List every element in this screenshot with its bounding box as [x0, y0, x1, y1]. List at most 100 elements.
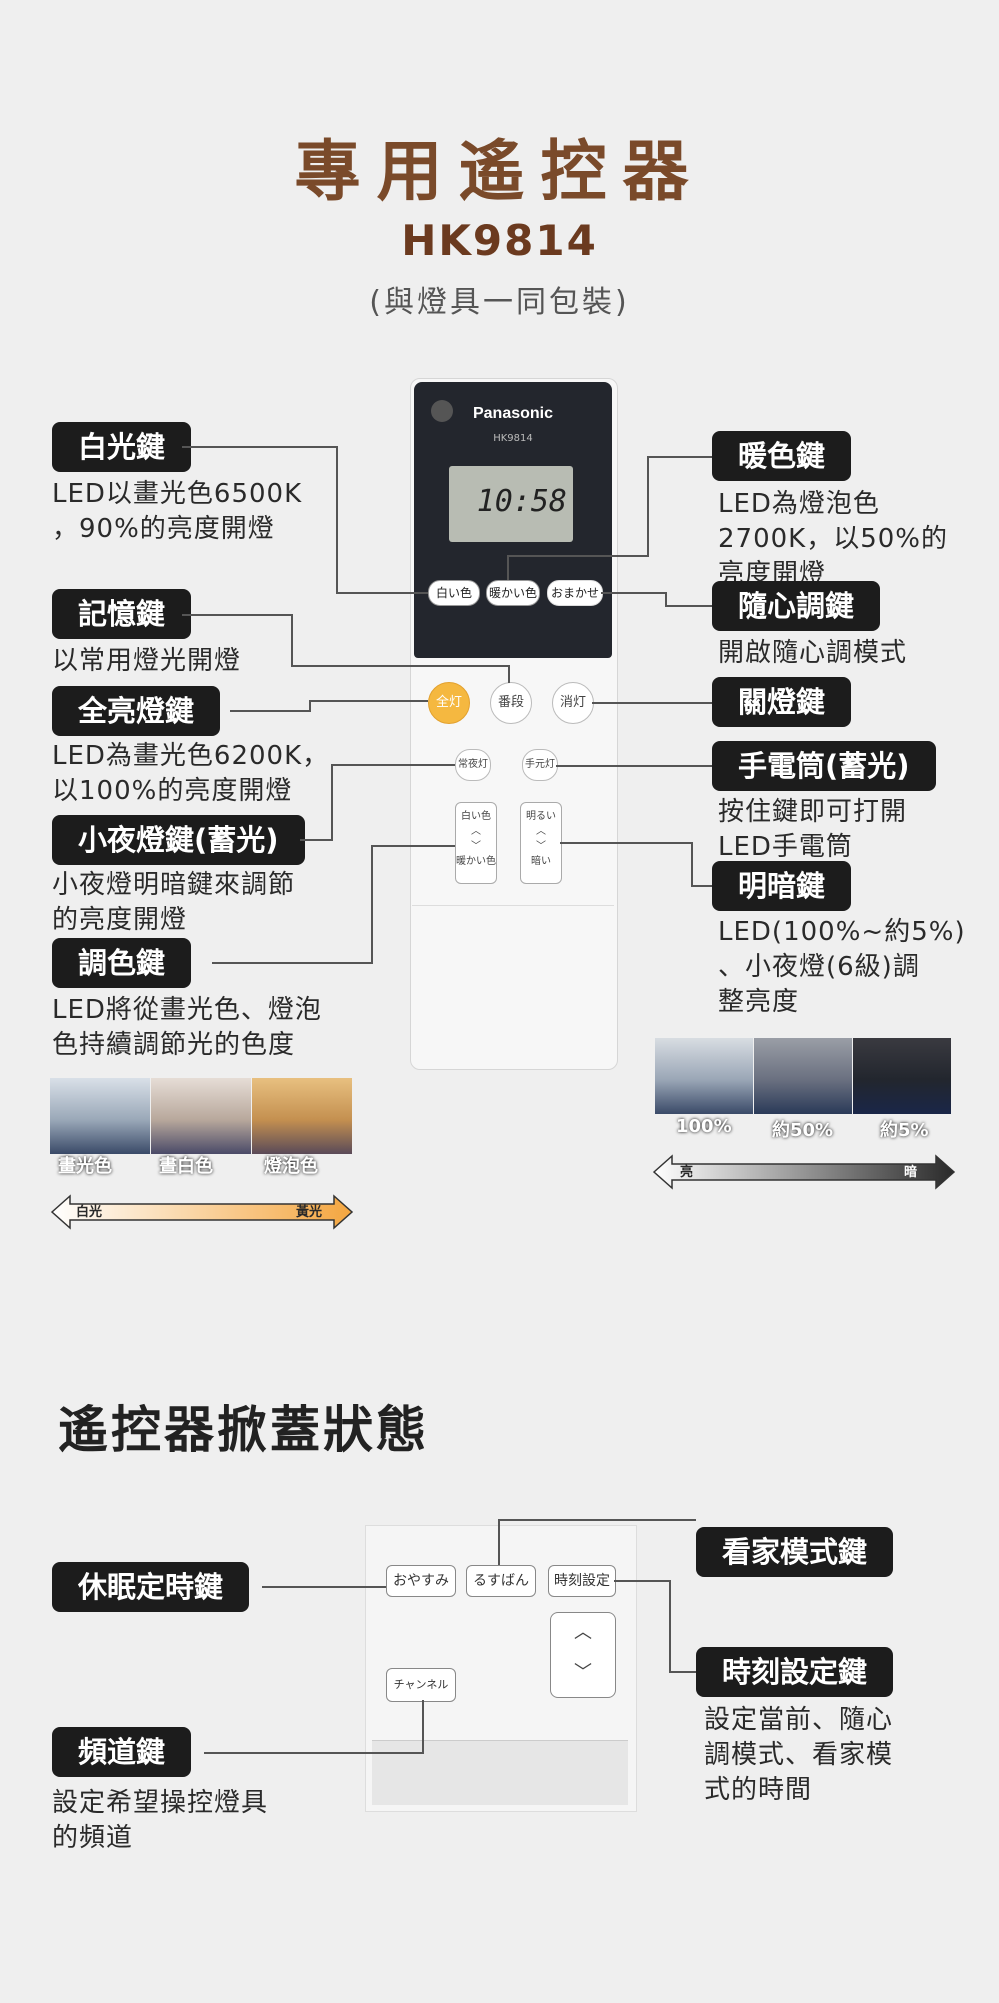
time-set-button[interactable]: 時刻設定	[548, 1565, 616, 1597]
connector	[291, 665, 509, 667]
connector	[560, 842, 692, 844]
connector	[182, 614, 292, 616]
label-memory-key: 記憶鍵	[52, 589, 192, 639]
connector	[230, 710, 310, 712]
flashlight-button[interactable]: 手元灯	[522, 749, 558, 781]
label-warm-key: 暖色鍵	[712, 431, 852, 481]
connector	[669, 1580, 671, 1672]
remote-brand: Panasonic	[472, 405, 554, 422]
remote-model: HK9814	[493, 433, 533, 444]
connector	[592, 702, 712, 704]
connector	[498, 1519, 696, 1521]
desc-omakase-key: 開啟隨心調模式	[718, 638, 908, 668]
sensor-icon	[431, 400, 453, 422]
bright-up-label: 明るい	[526, 811, 556, 822]
photo-neutral	[151, 1078, 251, 1154]
connector	[556, 765, 712, 767]
channel-button[interactable]: チャンネル	[386, 1668, 456, 1702]
sleep-button[interactable]: おやすみ	[386, 1565, 456, 1597]
white-button[interactable]: 白い色	[428, 580, 480, 606]
chevron-up-icon: ︿	[536, 826, 546, 837]
lcd-time: 10:58	[476, 484, 567, 519]
color-up-label: 白い色	[461, 811, 491, 822]
label-white-key: 白光鍵	[52, 422, 192, 472]
desc-time-key: 設定當前、隨心 調模式、看家模 式的時間	[704, 1705, 894, 1805]
omakase-button[interactable]: おまかせ	[547, 580, 603, 606]
model-number: HK9814	[401, 216, 598, 265]
arrow-label-yellow: 黃光	[296, 1205, 323, 1220]
connector	[508, 665, 510, 683]
photo-label-5: 約5%	[880, 1120, 929, 1141]
night-light-button[interactable]: 常夜灯	[455, 749, 491, 781]
photo-daylight	[50, 1078, 150, 1154]
bright-down-label: 暗い	[531, 856, 551, 867]
photo-5	[853, 1038, 951, 1114]
warm-button[interactable]: 暖かい色	[486, 580, 540, 606]
chevron-down-icon: ﹀	[471, 841, 481, 852]
color-down-label: 暖かい色	[456, 856, 496, 867]
connector	[371, 845, 373, 964]
photo-label-50: 約50%	[772, 1120, 834, 1141]
connector	[336, 592, 428, 594]
label-brightness-key: 明暗鍵	[712, 861, 852, 911]
desc-flashlight-key: 按住鍵即可打開 LED手電筒	[718, 797, 908, 862]
photo-label-100: 100%	[676, 1116, 732, 1137]
label-off-key: 關燈鍵	[712, 677, 852, 727]
arrow-label-bright: 亮	[680, 1165, 694, 1180]
label-full-key: 全亮燈鍵	[52, 686, 221, 736]
label-color-key: 調色鍵	[52, 938, 192, 988]
connector	[212, 962, 372, 964]
photo-label-bulb: 燈泡色	[264, 1156, 318, 1177]
full-light-button[interactable]: 全灯	[428, 682, 470, 724]
connector	[665, 605, 712, 607]
photo-label-daylight: 畫光色	[58, 1156, 112, 1177]
photo-100	[655, 1038, 753, 1114]
remote-divider	[412, 905, 614, 906]
page-subtitle: (與燈具一同包裝)	[369, 285, 630, 320]
desc-brightness-key: LED(100%~約5%) 、小夜燈(6級)調 整亮度	[718, 917, 966, 1017]
away-button[interactable]: るすばん	[466, 1565, 536, 1597]
arrow-label-white: 白光	[76, 1205, 103, 1220]
photo-50	[754, 1038, 852, 1114]
photo-bulb	[252, 1078, 352, 1154]
off-button[interactable]: 消灯	[552, 682, 594, 724]
connector	[300, 839, 332, 841]
connector	[498, 1519, 500, 1565]
connector	[422, 1700, 424, 1754]
connector	[204, 1752, 424, 1754]
label-flashlight-key: 手電筒(蓄光)	[712, 741, 936, 791]
time-rocker[interactable]: ︿ ﹀	[550, 1612, 616, 1698]
connector	[601, 592, 666, 594]
connector	[291, 614, 293, 666]
chevron-up-icon: ︿	[471, 826, 481, 837]
brightness-rocker[interactable]: 明るい ︿ ﹀ 暗い	[520, 802, 562, 884]
label-night-key: 小夜燈鍵(蓄光)	[52, 815, 305, 865]
connector	[691, 885, 712, 887]
desc-memory-key: 以常用燈光開燈	[52, 646, 242, 676]
connector	[614, 1580, 670, 1582]
connector	[371, 845, 455, 847]
connector	[507, 555, 649, 557]
connector	[665, 592, 667, 606]
page-title: 專用遙控器	[294, 133, 705, 210]
chevron-down-icon: ﹀	[574, 1662, 592, 1683]
connector	[669, 1671, 696, 1673]
connector	[507, 555, 509, 580]
connector	[182, 446, 337, 448]
desc-full-key: LED為畫光色6200K， 以100%的亮度開燈	[52, 741, 330, 806]
color-gradient-arrow	[50, 1194, 354, 1230]
lcd-display	[449, 466, 573, 542]
connector	[309, 700, 311, 712]
desc-night-key: 小夜燈明暗鍵來調節 的亮度開燈	[52, 870, 296, 935]
label-sleep-key: 休眠定時鍵	[52, 1562, 250, 1612]
desc-white-key: LED以畫光色6500K ，90%的亮度開燈	[52, 479, 303, 544]
desc-warm-key: LED為燈泡色 2700K，以50%的 亮度開燈	[718, 489, 949, 589]
connector	[647, 456, 649, 556]
connector	[691, 842, 693, 886]
color-rocker[interactable]: 白い色 ︿ ﹀ 暖かい色	[455, 802, 497, 884]
photo-label-neutral: 晝白色	[159, 1156, 213, 1177]
chevron-up-icon: ︿	[574, 1622, 592, 1643]
label-channel-key: 頻道鍵	[52, 1727, 192, 1777]
memory-button[interactable]: 番段	[490, 682, 532, 724]
connector	[648, 456, 712, 458]
